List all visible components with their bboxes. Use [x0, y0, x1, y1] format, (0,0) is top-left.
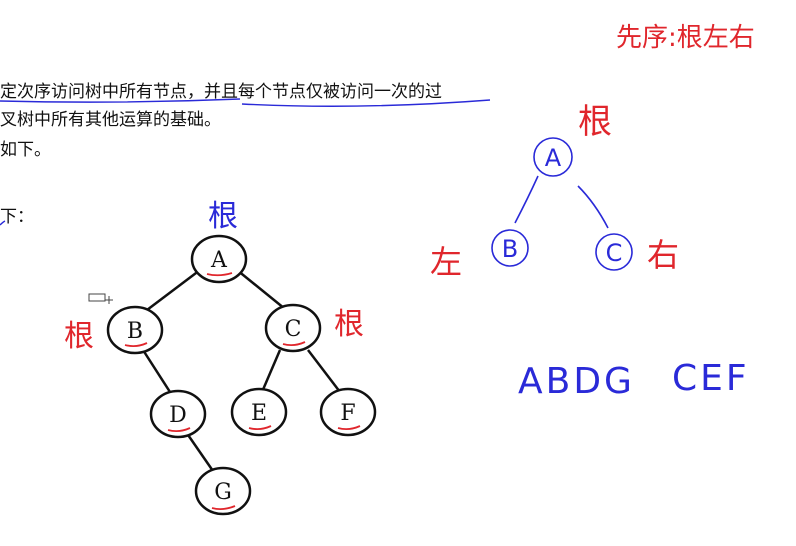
node-g-label: G	[214, 480, 232, 505]
mark-b	[124, 342, 148, 348]
mark-e	[248, 425, 272, 431]
annotation-root-top: 根	[208, 199, 238, 234]
underline-2	[241, 99, 491, 107]
diagram-node-a	[533, 137, 573, 177]
underline-3	[0, 220, 6, 226]
edge-c-e	[260, 349, 282, 393]
mark-f	[337, 425, 361, 431]
sequence-right: CEF	[672, 358, 750, 399]
diagram-right-label: 右	[647, 236, 679, 274]
mark-d	[167, 427, 191, 433]
text-line-1: 定次序访问树中所有节点，并且每个节点仅被访问一次的过	[0, 82, 442, 102]
diagram-title: 先序:根左右	[616, 23, 755, 53]
node-d	[149, 389, 207, 439]
node-a	[190, 234, 248, 284]
annotation-root-left: 根	[64, 319, 94, 354]
sequence-left: ABDG	[518, 361, 635, 402]
cursor-icon	[88, 293, 113, 304]
underline-1	[0, 98, 241, 103]
diagram-root-label: 根	[578, 102, 612, 142]
edge-a-b	[142, 269, 201, 314]
edge-b-d	[141, 349, 172, 393]
binary-tree	[141, 269, 341, 472]
edge-d-g	[184, 431, 215, 472]
node-f	[319, 387, 377, 437]
text-line-4: 下：	[0, 207, 34, 227]
text-line-3: 如下。	[0, 140, 51, 160]
node-g	[194, 466, 252, 516]
node-c	[264, 303, 322, 353]
mark-c	[282, 341, 306, 347]
node-d-label: D	[169, 403, 187, 428]
diagram-node-b	[491, 229, 529, 267]
annotation-root-right: 根	[334, 307, 364, 342]
diagram-left-label: 左	[430, 243, 462, 281]
edge-a-c	[236, 269, 291, 314]
node-c-label: C	[285, 317, 302, 342]
diagram-node-b-label: B	[502, 235, 518, 263]
diagram-node-c	[595, 233, 633, 271]
text-line-2: 叉树中所有其他运算的基础。	[0, 110, 221, 130]
mark-g	[211, 505, 236, 511]
node-e	[230, 387, 288, 437]
node-b	[106, 305, 164, 355]
diagram-edge-a-c	[577, 185, 609, 229]
diagram-node-a-label: A	[545, 144, 562, 172]
mark-a	[206, 272, 233, 277]
node-f-label: F	[340, 401, 355, 426]
node-e-label: E	[251, 401, 267, 426]
edge-c-f	[307, 349, 341, 393]
diagram-node-c-label: C	[606, 239, 623, 267]
diagram-edge-a-b	[514, 175, 539, 224]
node-b-label: B	[127, 319, 143, 344]
node-a-label: A	[210, 248, 228, 273]
